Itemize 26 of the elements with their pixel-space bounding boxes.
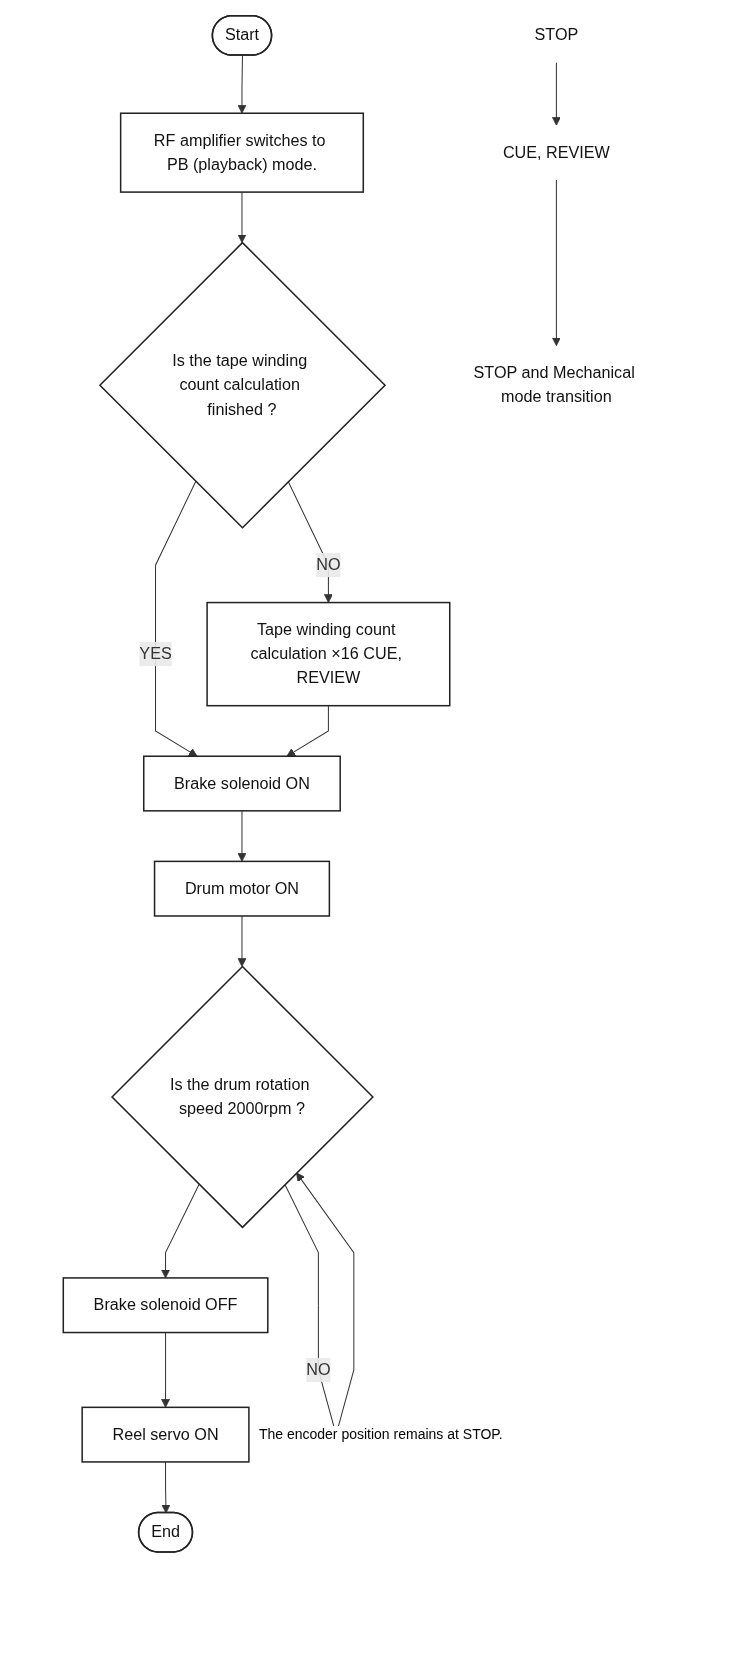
node-diamond: Is the drum rotation speed 2000rpm ? bbox=[110, 965, 374, 1229]
node-box: Drum motor ON bbox=[153, 860, 331, 917]
arrow bbox=[161, 1332, 170, 1408]
node-box: RF amplifier switches to PB (playback) mode. bbox=[119, 112, 365, 193]
node-box: Brake solenoid ON bbox=[143, 755, 341, 812]
arrow bbox=[286, 705, 329, 757]
arrow bbox=[161, 1461, 171, 1514]
arrow bbox=[237, 55, 247, 114]
node-box: Reel servo ON bbox=[81, 1406, 250, 1463]
node-box: Brake solenoid OFF bbox=[62, 1277, 269, 1334]
node-text: STOP bbox=[534, 26, 579, 44]
edge-label: NO bbox=[316, 556, 341, 574]
edge-label: YES bbox=[139, 645, 172, 663]
node-note: The encoder position remains at STOP. bbox=[258, 1425, 503, 1442]
arrow bbox=[551, 62, 561, 126]
node-text: STOP and Mechanical mode transition bbox=[473, 363, 635, 406]
node-text: CUE, REVIEW bbox=[502, 143, 610, 161]
arrow bbox=[237, 915, 247, 967]
arrow bbox=[237, 810, 247, 862]
node-box: Tape winding count calculation ×16 CUE, REVIEW bbox=[206, 601, 451, 707]
arrow bbox=[155, 481, 198, 757]
node-diamond: Is the tape winding count calculation finished ? bbox=[98, 241, 387, 529]
arrow bbox=[161, 1183, 200, 1279]
arrow bbox=[551, 179, 561, 347]
edge-label: NO bbox=[306, 1360, 331, 1379]
arrow bbox=[237, 191, 247, 244]
